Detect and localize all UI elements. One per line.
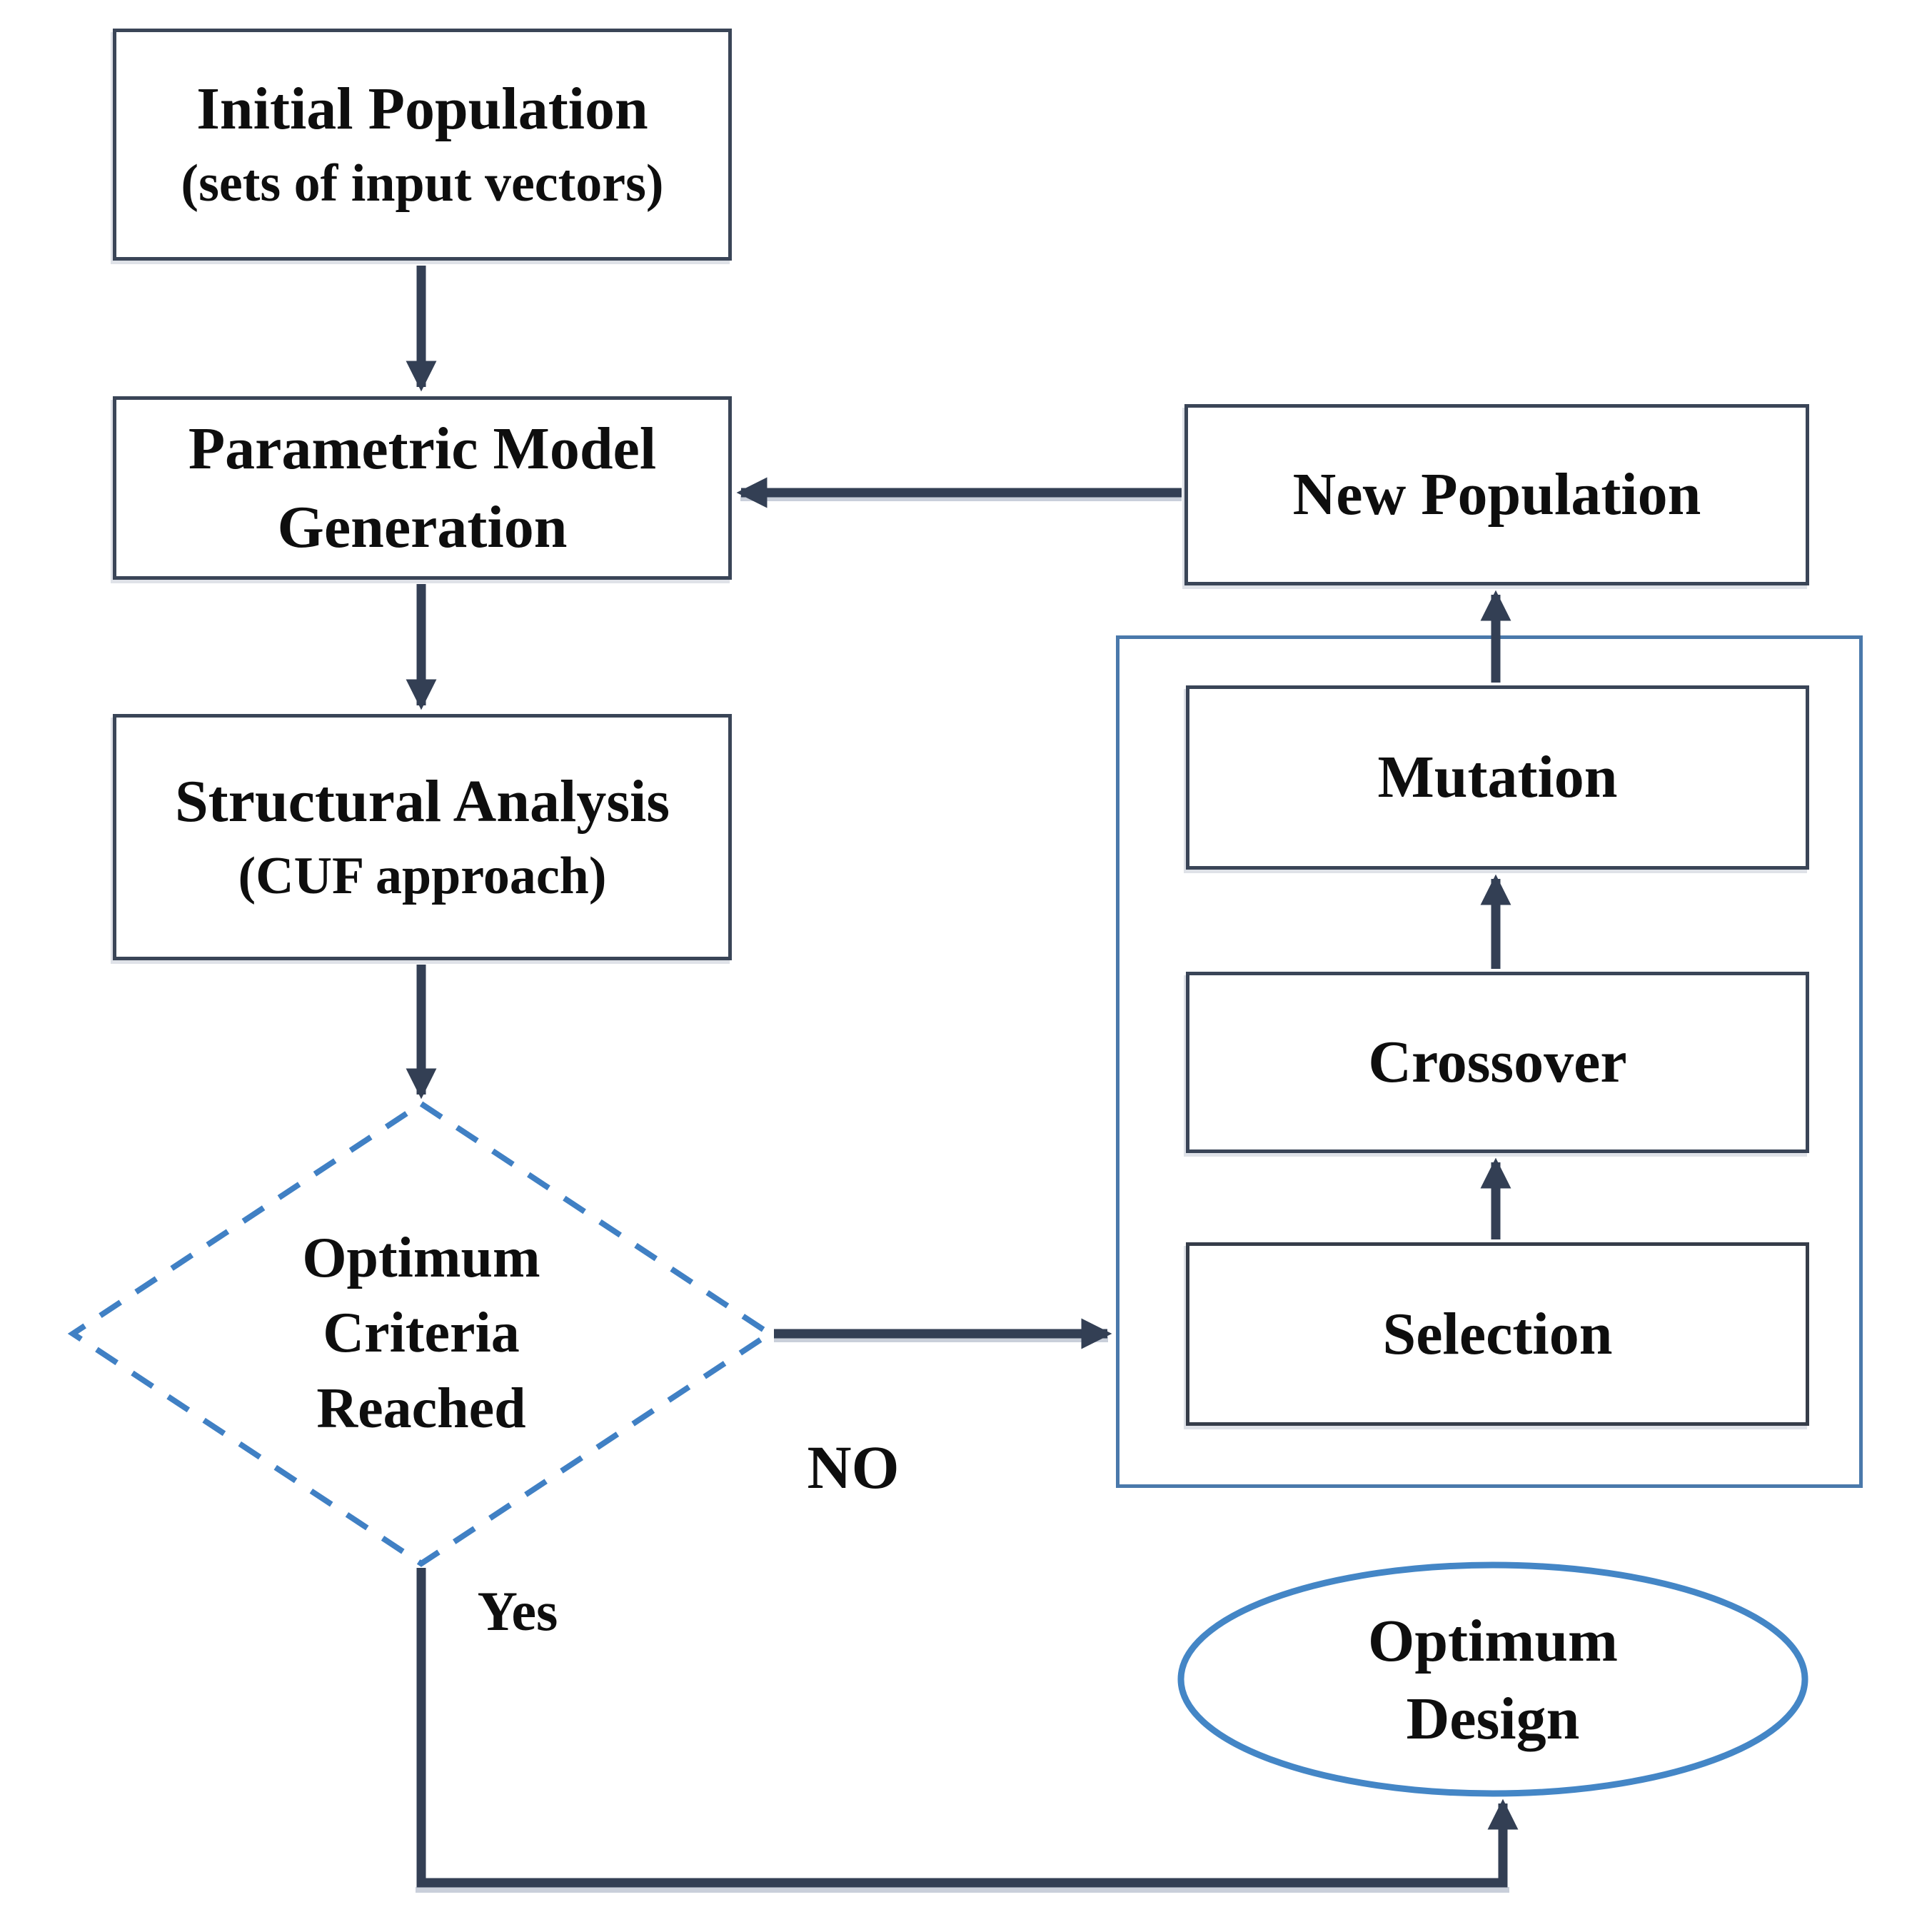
node-crossover: Crossover bbox=[1186, 972, 1809, 1153]
node-label: Generation bbox=[277, 493, 568, 560]
node-mutation: Mutation bbox=[1186, 685, 1809, 870]
node-parametric-model: Parametric Model Generation bbox=[113, 396, 732, 580]
decision-line: Criteria bbox=[323, 1302, 520, 1365]
node-label: Parametric Model bbox=[188, 416, 657, 483]
edge-label-yes: Yes bbox=[439, 1572, 596, 1651]
decision-line: Reached bbox=[316, 1377, 526, 1440]
edge-label-yes-text: Yes bbox=[477, 1580, 558, 1642]
node-label: New Population bbox=[1292, 461, 1701, 528]
node-sublabel: (CUF approach) bbox=[238, 846, 607, 905]
node-structural-analysis: Structural Analysis (CUF approach) bbox=[113, 714, 732, 960]
terminal-line: Design bbox=[1406, 1686, 1580, 1752]
decision-line: Optimum bbox=[302, 1226, 540, 1289]
node-new-population: New Population bbox=[1184, 404, 1809, 585]
node-label: Selection bbox=[1382, 1300, 1613, 1367]
node-label: Structural Analysis bbox=[174, 768, 670, 835]
node-label: Mutation bbox=[1377, 744, 1618, 811]
node-selection: Selection bbox=[1186, 1242, 1809, 1426]
node-initial-population: Initial Population (sets of input vector… bbox=[113, 29, 732, 261]
edge-label-no-text: NO bbox=[807, 1433, 900, 1501]
node-label: Initial Population bbox=[196, 75, 648, 142]
node-sublabel: (sets of input vectors) bbox=[181, 154, 664, 213]
node-label: Crossover bbox=[1368, 1029, 1627, 1096]
terminal-line: Optimum bbox=[1367, 1607, 1619, 1674]
edge-label-no: NO bbox=[768, 1428, 939, 1506]
ga-operations-container bbox=[1116, 635, 1863, 1488]
terminal-optimum-design: Optimum Design bbox=[1279, 1592, 1707, 1768]
decision-optimum-criteria: Optimum Criteria Reached bbox=[200, 1216, 643, 1451]
